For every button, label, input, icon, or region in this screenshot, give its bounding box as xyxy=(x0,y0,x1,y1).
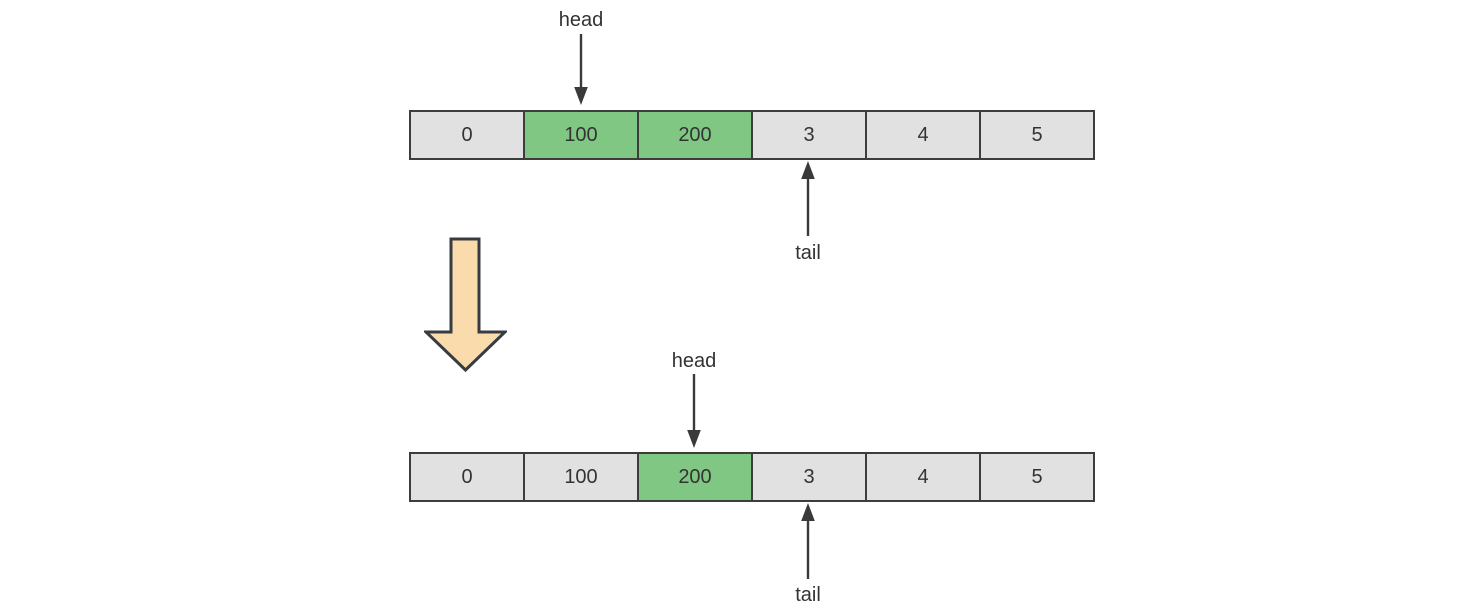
tail-pointer-label: tail xyxy=(795,584,821,606)
tail-pointer-label: tail xyxy=(795,242,821,264)
tail-arrow-up-icon xyxy=(801,503,815,579)
array-cell: 4 xyxy=(867,112,981,158)
array-cell: 0 xyxy=(411,454,525,500)
head-pointer-label: head xyxy=(671,350,717,372)
array-cell: 100 xyxy=(525,112,639,158)
array-cell: 100 xyxy=(525,454,639,500)
head-pointer-label: head xyxy=(558,9,604,31)
head-arrow-down-icon xyxy=(574,34,588,105)
transition-down-arrow-icon xyxy=(424,237,507,373)
tail-arrow-up-icon xyxy=(801,161,815,236)
array-cell: 0 xyxy=(411,112,525,158)
array-cell: 5 xyxy=(981,454,1093,500)
array-cell: 5 xyxy=(981,112,1093,158)
array-cell: 200 xyxy=(639,112,753,158)
array-cell: 3 xyxy=(753,112,867,158)
array-cell: 4 xyxy=(867,454,981,500)
head-arrow-down-icon xyxy=(687,374,701,448)
array-cell: 3 xyxy=(753,454,867,500)
array-cell: 200 xyxy=(639,454,753,500)
